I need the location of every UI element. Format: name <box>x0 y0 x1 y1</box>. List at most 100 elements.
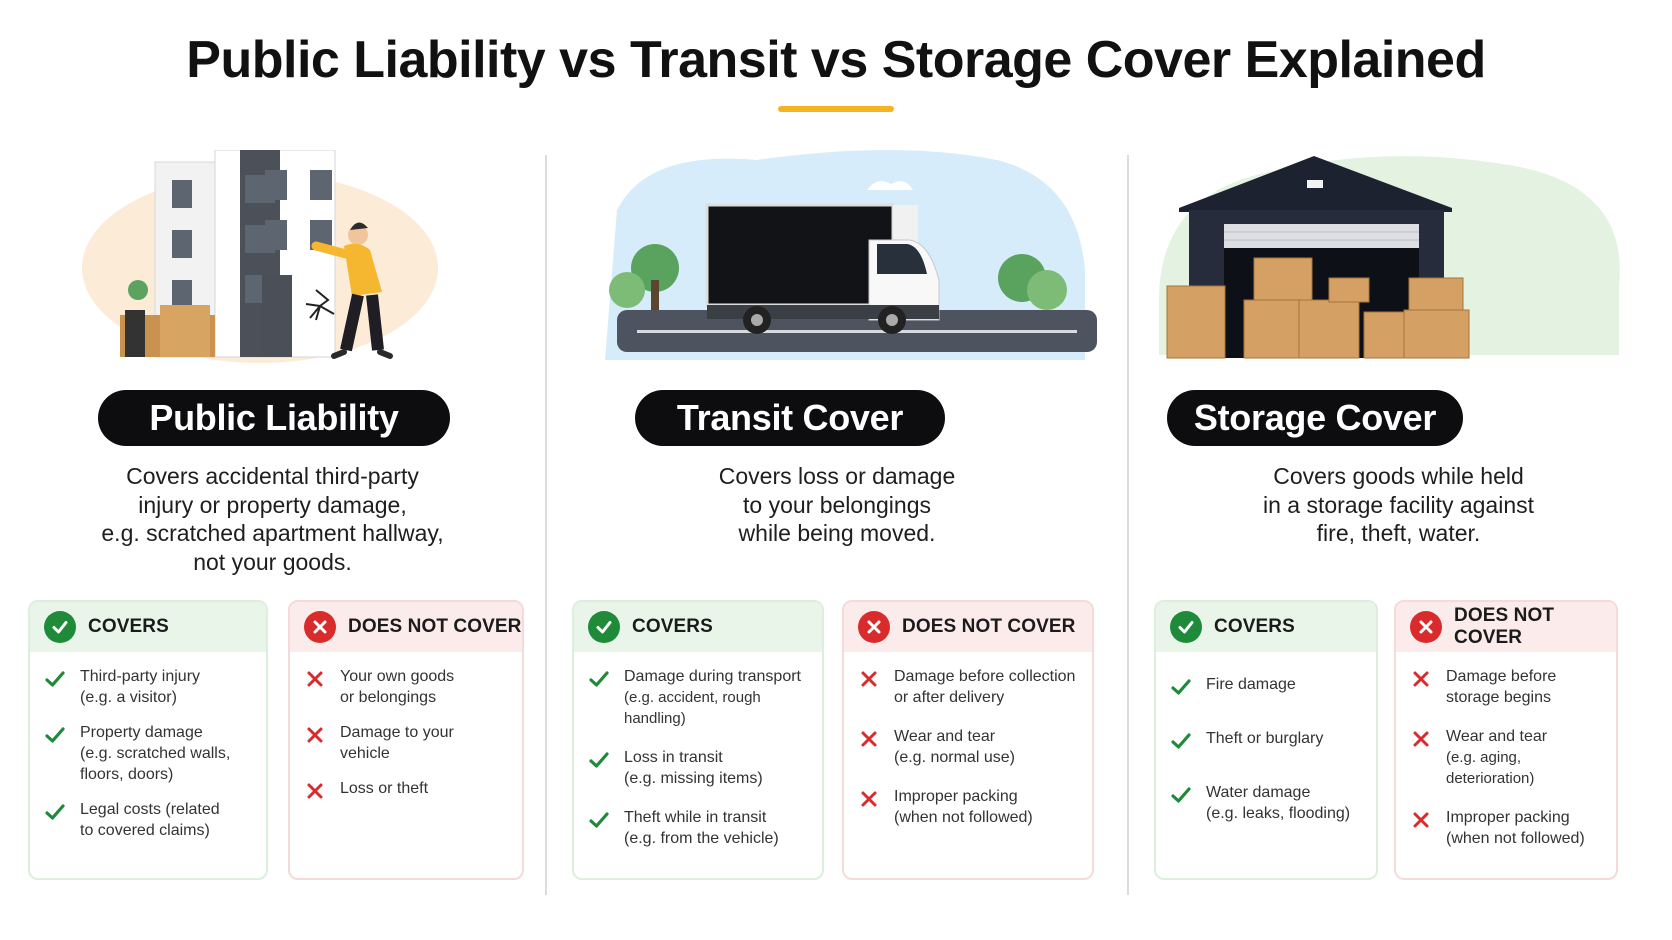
description-line: not your goods. <box>193 548 352 575</box>
check-icon <box>45 727 65 743</box>
list-item: Third-party injury (e.g. a visitor) <box>44 666 256 708</box>
check-icon <box>45 671 65 687</box>
item-title: Your own goods <box>340 668 455 685</box>
x-icon <box>307 727 323 743</box>
description-line: injury or property damage, <box>138 491 407 518</box>
item-title: Improper packing <box>894 788 1018 805</box>
covers-card-header: COVERS <box>30 602 266 652</box>
item-title: Property damage <box>80 724 203 741</box>
list-item: Improper packing (when not followed) <box>1410 807 1606 849</box>
not-cover-card-header: DOES NOT COVER <box>1396 602 1616 652</box>
public-liability-description: Covers accidental third-party injury or … <box>0 462 545 576</box>
x-icon <box>861 791 877 807</box>
x-icon <box>861 671 877 687</box>
storage-cover-description: Covers goods while held in a storage fac… <box>1127 462 1670 548</box>
truck-illustration <box>547 150 1127 365</box>
list-item: Wear and tear (e.g. normal use) <box>858 726 1082 768</box>
item-detail: (e.g. a visitor) <box>80 689 177 706</box>
description-line: in a storage facility against <box>1262 491 1535 518</box>
item-title: Water damage <box>1206 784 1311 801</box>
item-title: Wear and tear <box>894 728 996 745</box>
covers-card-header: COVERS <box>574 602 822 652</box>
description-line: Covers accidental third-party <box>126 463 419 489</box>
list-item: Theft or burglary <box>1170 728 1366 752</box>
item-title: Damage before <box>1446 668 1557 685</box>
transit-covers-card: COVERS Damage during transport (e.g. acci… <box>572 600 824 880</box>
item-title: Damage before collection <box>894 668 1076 685</box>
item-detail: floors, doors) <box>80 766 174 783</box>
check-circle-icon <box>1170 611 1202 643</box>
check-icon <box>589 671 609 687</box>
x-icon <box>307 671 323 687</box>
public-liability-covers-card: COVERS Third-party injury (e.g. a visitor… <box>28 600 268 880</box>
item-title: Improper packing <box>1446 809 1570 826</box>
x-circle-icon <box>1410 611 1442 643</box>
list-item: Loss in transit (e.g. missing items) <box>588 747 812 789</box>
x-circle-icon <box>858 611 890 643</box>
description-line: to your belongings <box>743 491 931 518</box>
description-line: fire, theft, water. <box>1316 520 1481 546</box>
not-cover-label: DOES NOT COVER <box>348 616 522 637</box>
list-item: Theft while in transit(e.g. from the veh… <box>588 807 812 849</box>
not-cover-card-header: DOES NOT COVER <box>844 602 1092 652</box>
item-detail: vehicle <box>340 745 390 762</box>
x-icon <box>307 783 323 799</box>
description-line: while being moved. <box>738 520 936 546</box>
check-icon <box>589 752 609 768</box>
item-title: Wear and tear <box>1446 728 1548 745</box>
not-cover-label: DOES NOT COVER <box>902 616 1076 637</box>
title-underline <box>778 106 894 112</box>
public-liability-column: Public Liability Covers accidental third… <box>0 150 545 890</box>
check-circle-icon <box>44 611 76 643</box>
warehouse-illustration <box>1129 150 1672 365</box>
covers-label: COVERS <box>1214 616 1295 637</box>
check-icon <box>45 804 65 820</box>
item-detail: (e.g. accident, rough handling) <box>624 689 761 727</box>
item-detail: (when not followed) <box>1446 830 1585 847</box>
public-liability-heading: Public Liability <box>98 390 450 446</box>
check-icon <box>1171 787 1191 803</box>
list-item: Fire damage <box>1170 674 1366 698</box>
description-line: Covers goods while held <box>1273 463 1524 489</box>
item-detail: (e.g. leaks, flooding) <box>1206 805 1351 822</box>
item-title: Loss in transit <box>624 749 723 766</box>
building-illustration <box>0 150 545 365</box>
item-detail: (e.g. from the vehicle) <box>624 830 779 847</box>
x-circle-icon <box>304 611 336 643</box>
x-icon <box>1413 812 1429 828</box>
storage-cover-heading: Storage Cover <box>1167 390 1463 446</box>
x-icon <box>1413 671 1429 687</box>
x-icon <box>1413 731 1429 747</box>
item-title: Third-party injury <box>80 668 201 685</box>
item-title: Damage during transport <box>624 668 801 685</box>
description-line: e.g. scratched apartment hallway, <box>101 520 444 546</box>
item-detail: (e.g. missing items) <box>624 770 763 787</box>
item-detail: (e.g. aging, deterioration) <box>1446 749 1535 787</box>
list-item: Loss or theft <box>304 778 512 802</box>
item-detail: (e.g. normal use) <box>894 749 1015 766</box>
page-title: Public Liability vs Transit vs Storage C… <box>186 31 1486 89</box>
check-icon <box>1171 733 1191 749</box>
item-detail: (e.g. scratched walls, <box>80 745 231 762</box>
covers-label: COVERS <box>632 616 713 637</box>
list-item: Property damage (e.g. scratched walls, flo… <box>44 722 256 785</box>
check-icon <box>1171 679 1191 695</box>
covers-card-header: COVERS <box>1156 602 1376 652</box>
storage-covers-card: COVERS Fire damage Theft or burglary Wat… <box>1154 600 1378 880</box>
description-line: Covers loss or damage <box>718 463 956 489</box>
check-circle-icon <box>588 611 620 643</box>
item-title: Damage to your <box>340 724 454 741</box>
item-title: Legal costs (related <box>80 801 220 818</box>
item-title: Theft or burglary <box>1206 730 1324 747</box>
not-cover-label: DOES NOT COVER <box>1454 605 1555 648</box>
transit-cover-column: Transit Cover Covers loss or damage to y… <box>547 150 1127 890</box>
transit-cover-description: Covers loss or damage to your belongings… <box>547 462 1127 548</box>
list-item: Damage to your vehicle <box>304 722 512 764</box>
